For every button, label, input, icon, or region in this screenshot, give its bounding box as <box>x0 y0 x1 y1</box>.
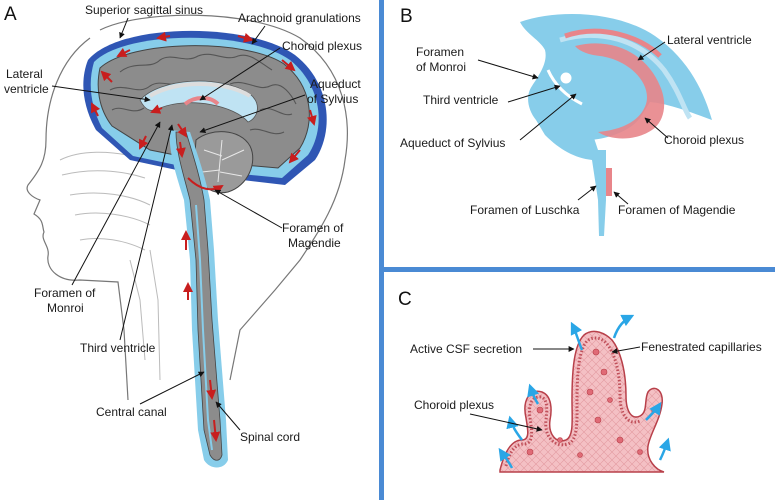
panel-a-letter: A <box>4 4 17 25</box>
label-magendie-a-line2: Magendie <box>288 236 341 250</box>
panel-c-letter: C <box>398 289 412 310</box>
third-ventricle-b-body <box>546 69 583 106</box>
third-ventricle-b <box>559 71 573 85</box>
spinal-cord <box>175 131 223 461</box>
label-lateral-ventricle-a-line1: Lateral <box>6 67 43 81</box>
head-interior-lines <box>59 151 161 381</box>
label-luschka: Foramen of Luschka <box>470 203 580 217</box>
magendie-plexus <box>606 168 612 196</box>
corpus-callosum <box>148 82 252 98</box>
label-aqueduct-a-line2: of Sylvius <box>307 92 358 106</box>
label-third-ventricle-b: Third ventricle <box>423 93 499 107</box>
label-aqueduct-a-line1: Aqueduct <box>310 77 361 91</box>
csf-secretion-arrows <box>498 314 671 469</box>
cerebrum <box>97 45 310 169</box>
choroid-plexus-b <box>575 43 665 139</box>
label-monroi-b-line2: of Monroi <box>416 60 466 74</box>
label-choroid-plexus-a: Choroid plexus <box>282 39 362 53</box>
label-aqueduct-b: Aqueduct of Sylvius <box>400 136 505 150</box>
label-magendie-a-line1: Foramen of <box>282 221 344 235</box>
label-lateral-ventricle-b: Lateral ventricle <box>667 33 752 47</box>
central-canal-a <box>195 204 213 451</box>
label-arachnoid-granulations: Arachnoid granulations <box>238 11 361 25</box>
label-central-canal: Central canal <box>96 405 167 419</box>
leader-lines-c <box>469 346 641 432</box>
label-lateral-ventricle-a-line2: ventricle <box>4 82 49 96</box>
label-fenestrated-capillaries: Fenestrated capillaries <box>641 340 762 354</box>
panel-dividers <box>379 0 775 500</box>
lateral-ventricle-b-inner <box>559 32 693 120</box>
label-active-csf-secretion: Active CSF secretion <box>410 342 522 356</box>
choroid-epithelium <box>504 336 641 467</box>
label-monroi-b-line1: Foramen <box>416 45 464 59</box>
label-spinal-cord: Spinal cord <box>240 430 300 444</box>
head-outline <box>26 14 348 401</box>
label-third-ventricle-a: Third ventricle <box>80 341 156 355</box>
panel-c: C Act <box>398 289 762 473</box>
cerebellum <box>193 131 254 194</box>
panel-a: A <box>4 3 362 468</box>
label-magendie-b: Foramen of Magendie <box>618 203 736 217</box>
csf-flow-arrows <box>91 31 317 442</box>
label-monroi-a-line2: Monroi <box>47 301 84 315</box>
choroid-plexus-villi <box>499 330 665 473</box>
panel-b: B Foramen of Monroi Lateral ventricle Th… <box>400 6 752 236</box>
label-choroid-plexus-c: Choroid plexus <box>414 398 494 412</box>
label-monroi-a-line1: Foramen of <box>34 286 96 300</box>
leader-lines-a <box>51 17 306 431</box>
panel-b-letter: B <box>400 6 413 27</box>
leader-lines-b <box>477 41 669 205</box>
label-choroid-plexus-b: Choroid plexus <box>664 133 744 147</box>
label-superior-sagittal-sinus: Superior sagittal sinus <box>85 3 203 17</box>
